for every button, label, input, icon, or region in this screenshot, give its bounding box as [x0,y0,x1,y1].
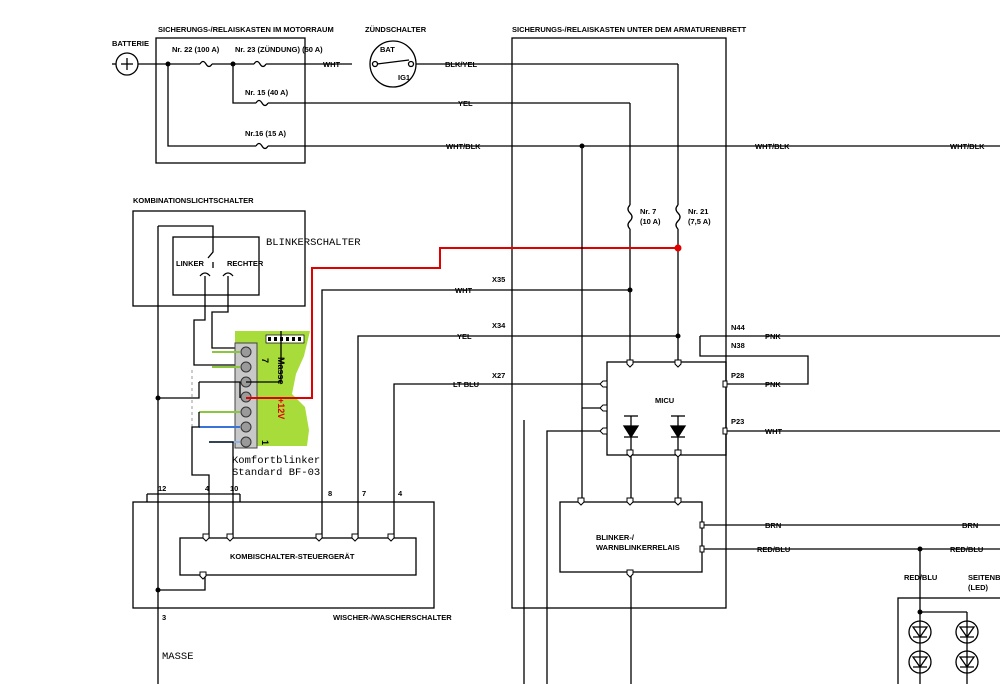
micu-label: MICU [655,396,674,405]
wiper-switch-box [132,501,435,609]
pin-7: 7 [260,358,270,363]
combo-switch-label: KOMBINATIONSLICHTSCHALTER [133,196,254,205]
rechter-label: RECHTER [227,259,264,268]
micu-unit [606,361,727,456]
connector-pins [199,359,728,580]
side-label-1: SEITENB [968,573,1000,582]
conn-x34: X34 [492,321,506,330]
conn-12: 12 [158,484,166,493]
ignition-label: ZÜNDSCHALTER [365,25,427,34]
blinker-switch-label: BLINKERSCHALTER [266,237,361,249]
conn-p28: P28 [731,371,744,380]
engine-fuse-box [155,37,306,164]
side-label-2: (LED) [968,583,988,592]
fuse-16 [167,64,1000,150]
wire-wht-p23: WHT [765,427,782,436]
relay-label-2: WARNBLINKERRELAIS [596,543,680,552]
masse-label: MASSE [162,651,194,663]
conn-n44: N44 [731,323,746,332]
wire-whtblk-label-1: WHT/BLK [446,142,481,151]
micu-diode-right [669,416,687,455]
control-unit-label: KOMBISCHALTER-STEUERGERÄT [230,552,355,561]
bat-terminal: BAT [380,45,395,54]
conn-x27: X27 [492,371,505,380]
dash-fuse-box [511,37,727,609]
dash-fuse-box-label: SICHERUNGS-/RELAISKASTEN UNTER DEM ARMAT… [512,25,747,34]
wire-brn-1: BRN [765,521,781,530]
conn-p23: P23 [731,417,744,426]
battery-label: BATTERIE [112,39,149,48]
relay-label-1: BLINKER-/ [596,533,635,542]
conn-x35: X35 [492,275,505,284]
wire-ltblu-x27: LT BLU [453,380,479,389]
fuse-23 [232,60,352,68]
fuse-21-label-a: Nr. 21 [688,207,708,216]
conn-n38: N38 [731,341,745,350]
conn-10: 10 [230,484,238,493]
wire-wht-x35: WHT [455,286,472,295]
battery-symbol [115,52,139,76]
wire-wht-label: WHT [323,60,340,69]
engine-fuse-box-label: SICHERUNGS-/RELAISKASTEN IM MOTORRAUM [158,25,334,34]
led-icons [908,620,979,674]
wire-yel-label: YEL [458,99,473,108]
wire-redblu-1: RED/BLU [757,545,790,554]
wire-yel-x34: YEL [457,332,472,341]
wire-blkyel-label: BLK/YEL [445,60,478,69]
side-led-box [897,597,1000,684]
wire-pnk-2: PNK [765,380,781,389]
wire-whtblk-label-2: WHT/BLK [755,142,790,151]
fuse-22 [176,60,232,68]
wire-redblu-2: RED/BLU [950,545,983,554]
fuse-16-label: Nr.16 (15 A) [245,129,286,138]
combo-control-unit [179,537,417,576]
fuse-22-label: Nr. 22 (100 A) [172,45,220,54]
fuse-23-label: Nr. 23 (ZÜNDUNG) (50 A) [235,45,323,54]
module-name-2: Standard BF-03 [232,467,320,479]
conn-4b: 4 [398,489,403,498]
micu-diode-left [622,416,640,455]
pin-1: 1 [260,440,270,445]
fuse-15-label: Nr. 15 (40 A) [245,88,289,97]
blinker-switch [172,236,260,296]
fuse-7 [627,204,633,362]
plus12v-marker: +12V [276,398,286,419]
combo-switch-box [132,210,306,307]
fuse-15 [232,64,512,107]
wiper-switch-label: WISCHER-/WASCHERSCHALTER [333,613,452,622]
conn-3: 3 [162,613,166,622]
side-redblu-label: RED/BLU [904,573,937,582]
conn-4: 4 [205,484,210,493]
module-name-1: Komfortblinker [232,455,320,467]
wire-brn-2: BRN [962,521,978,530]
wire-whtblk-label-3: WHT/BLK [950,142,985,151]
ig1-terminal: IG1 [398,73,410,82]
wire-pnk-1: PNK [765,332,781,341]
linker-label: LINKER [176,259,205,268]
fuse-7-label-b: (10 A) [640,217,661,226]
conn-8: 8 [328,489,332,498]
plus12v-wire [246,247,678,399]
fuse-21-label-b: (7,5 A) [688,217,711,226]
conn-7: 7 [362,489,366,498]
fuse-7-label-a: Nr. 7 [640,207,656,216]
